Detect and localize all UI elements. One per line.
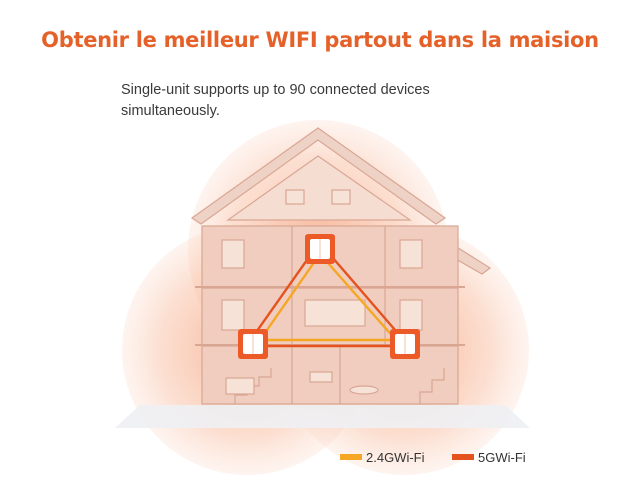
legend-5g-swatch — [452, 454, 474, 460]
mesh-router-icon — [238, 329, 268, 359]
legend-5g: 5GWi-Fi — [452, 448, 526, 466]
legend-5g-label: 5GWi-Fi — [478, 449, 526, 465]
legend-2g-label: 2.4GWi-Fi — [366, 449, 425, 465]
mesh-router-icon — [390, 329, 420, 359]
subtitle: Single-unit supports up to 90 connected … — [121, 82, 430, 119]
mesh-router-icon — [305, 234, 335, 264]
link-5g — [251, 249, 403, 348]
floor-plate — [115, 405, 530, 428]
legend-2g: 2.4GWi-Fi — [340, 448, 425, 466]
legend-2g-swatch — [340, 454, 362, 460]
link-2g — [259, 253, 397, 342]
headline: Obtenir le meilleur WIFI partout dans la… — [41, 28, 599, 52]
